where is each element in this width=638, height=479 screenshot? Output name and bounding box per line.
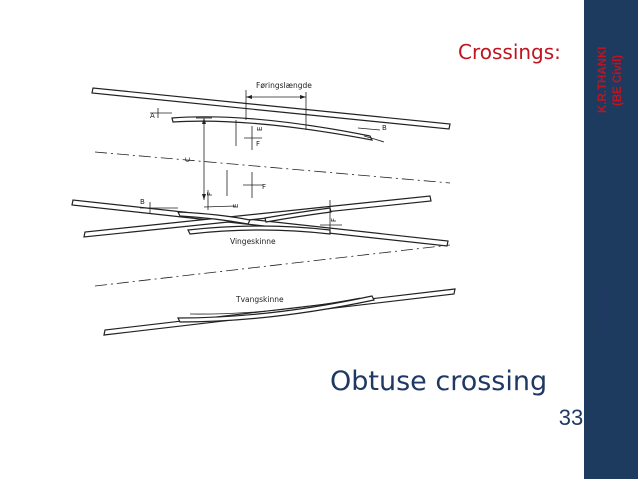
label-foringslaengde: Føringslængde [256,81,312,90]
slide-title: Crossings: [458,40,561,64]
centerline-1 [94,151,451,184]
author-degree: (BE Civil) [612,54,624,106]
diagram-caption: Obtuse crossing [330,366,548,397]
label-e1: E [256,127,264,131]
label-tvangskinne: Tvangskinne [235,295,284,304]
label-e2: E [232,204,240,208]
wing-rail-left [177,211,251,225]
label-f3: F [206,192,214,196]
page-number: 33 [558,405,584,430]
centerline-2 [94,244,451,287]
slide-date: 11/22/2016 [598,278,610,335]
crossing-rail-2 [83,195,432,238]
obtuse-crossing-diagram: Føringslængde Vingeskinne Tvangskinne C … [71,81,456,336]
label-a1: A [150,112,155,120]
label-f2: F [262,183,266,191]
author-label: K.R.THANKI (BE Civil) [596,30,630,130]
upper-running-rail [91,87,451,130]
label-f1: F [256,140,260,148]
lower-check-rail [177,295,375,323]
upper-check-rail [171,116,374,141]
label-b1: B [140,198,145,206]
label-c: C [184,157,192,162]
label-vingeskinne: Vingeskinne [230,237,276,246]
label-f4: F [330,218,338,222]
wing-rail-right [264,207,332,223]
author-name: K.R.THANKI [597,46,609,114]
label-b2: B [382,124,387,132]
right-sidebar [584,0,638,479]
